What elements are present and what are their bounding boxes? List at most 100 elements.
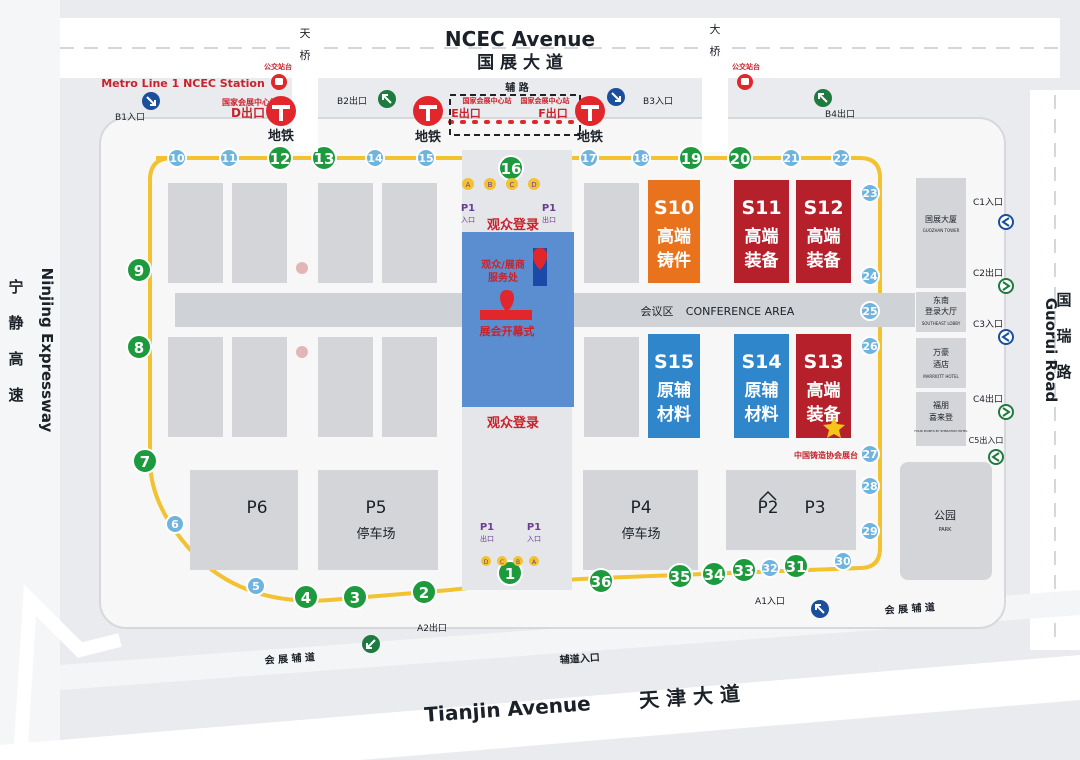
marker-28[interactable]: 28 [860,476,880,496]
marker-10[interactable]: 10 [167,148,187,168]
marker-circle [126,334,152,360]
marker-4[interactable]: 4 [293,584,319,610]
marker-circle [342,584,368,610]
marker-24[interactable]: 24 [860,266,880,286]
lane-marker [462,178,474,190]
ncec-avenue-road [60,18,1060,78]
marker-25[interactable]: 25 [860,301,880,321]
arrow-glyph [611,92,621,102]
marker-8[interactable]: 8 [126,334,152,360]
park-cn-label: 公园 [934,509,956,522]
marker-number: 35 [670,568,691,586]
gate-b4-exit-icon[interactable] [814,89,832,107]
marker-19[interactable]: 19 [678,145,704,171]
marker-7[interactable]: 7 [132,448,158,474]
parking-p4-label: P4 [630,498,651,518]
marker-20[interactable]: 20 [727,145,753,171]
ncec-avenue-label: NCEC Avenue [445,27,595,51]
marker-27[interactable]: 27 [860,444,880,464]
marker-36[interactable]: 36 [588,568,614,594]
conference-area-cn: 会议区 [641,305,674,318]
parking-p4-sub: 停车场 [621,526,660,542]
marker-circle [860,266,880,286]
marker-3[interactable]: 3 [342,584,368,610]
tower-en-label: GUOZHAN TOWER [923,228,960,233]
bus-stop-icon-2[interactable] [737,74,753,90]
ninjing-expressway-cn-char: 宁 [8,278,23,296]
marker-29[interactable]: 29 [860,521,880,541]
marker-9[interactable]: 9 [126,257,152,283]
p1-top-left-sub: 入口 [461,216,475,224]
marker-circle [267,145,293,171]
metro-exit-e-icon[interactable] [413,96,443,126]
marker-33[interactable]: 33 [731,557,757,583]
marker-number: 29 [862,525,877,538]
marker-22[interactable]: 22 [831,148,851,168]
gate-a2-label: A2出口 [417,622,447,634]
lane-letter: C [510,181,515,189]
side-arrow-circle [998,214,1014,230]
marker-2[interactable]: 2 [411,579,437,605]
marker-12[interactable]: 12 [267,145,293,171]
parking-p4 [583,470,698,570]
marker-5[interactable]: 5 [246,576,266,596]
marker-circle [701,561,727,587]
gate-c5-icon[interactable] [988,449,1004,465]
marker-17[interactable]: 17 [579,148,599,168]
marker-23[interactable]: 23 [860,183,880,203]
marker-31[interactable]: 31 [783,553,809,579]
marker-number: 14 [367,152,383,165]
gate-c2-exit-icon[interactable] [998,278,1014,294]
station-name-label-f: 国家会展中心站 [521,96,570,105]
marker-16[interactable]: 16 [498,155,524,181]
marker-1[interactable]: 1 [497,560,523,586]
side-arrow-circle [988,449,1004,465]
service-label-line1: 观众/展商 [481,258,525,271]
marker-34[interactable]: 34 [701,561,727,587]
lane-letter: C [500,559,504,566]
marker-26[interactable]: 26 [860,336,880,356]
marker-35[interactable]: 35 [667,563,693,589]
parking-p5 [318,470,438,570]
gate-b1-entry-icon[interactable] [142,92,160,110]
parking-p2-p3 [726,470,856,550]
fourpoints-en-label: FOUR POINTS BY SHERATON HOTEL [914,429,968,433]
metro-exit-f-icon[interactable] [575,96,605,126]
marker-11[interactable]: 11 [219,148,239,168]
marker-number: 36 [591,573,612,591]
gate-c3-entry-icon[interactable] [998,329,1014,345]
marker-number: 3 [350,589,360,607]
marriott-en-label: MARRIOTT HOTEL [923,374,959,379]
gate-c1-entry-icon[interactable] [998,214,1014,230]
marker-32[interactable]: 32 [760,558,780,578]
bus-stop-icon[interactable] [271,74,287,90]
gate-b3-entry-icon[interactable] [607,88,625,106]
gate-a1-entry-icon[interactable] [811,600,829,618]
marker-6[interactable]: 6 [165,514,185,534]
marker-21[interactable]: 21 [781,148,801,168]
gate-b2-exit-icon[interactable] [378,90,396,108]
marker-15[interactable]: 15 [416,148,436,168]
bridge-west [292,22,318,152]
hall-category-line2: 材料 [745,404,779,425]
marker-30[interactable]: 30 [833,551,853,571]
exit-e-label: E出口 [451,106,481,120]
gate-c4-exit-icon[interactable] [998,404,1014,420]
p1-bottom-right-sub: 入口 [527,535,541,543]
marker-number: 5 [252,580,260,593]
ninjing-expressway-cn-char: 速 [8,386,23,404]
marker-18[interactable]: 18 [631,148,651,168]
marker-14[interactable]: 14 [365,148,385,168]
marker-number: 8 [134,339,144,357]
association-star-icon [823,417,845,438]
metro-exit-d-icon[interactable] [266,96,296,126]
hall-id: S14 [741,351,781,373]
gate-a2-exit-icon[interactable] [362,635,380,653]
